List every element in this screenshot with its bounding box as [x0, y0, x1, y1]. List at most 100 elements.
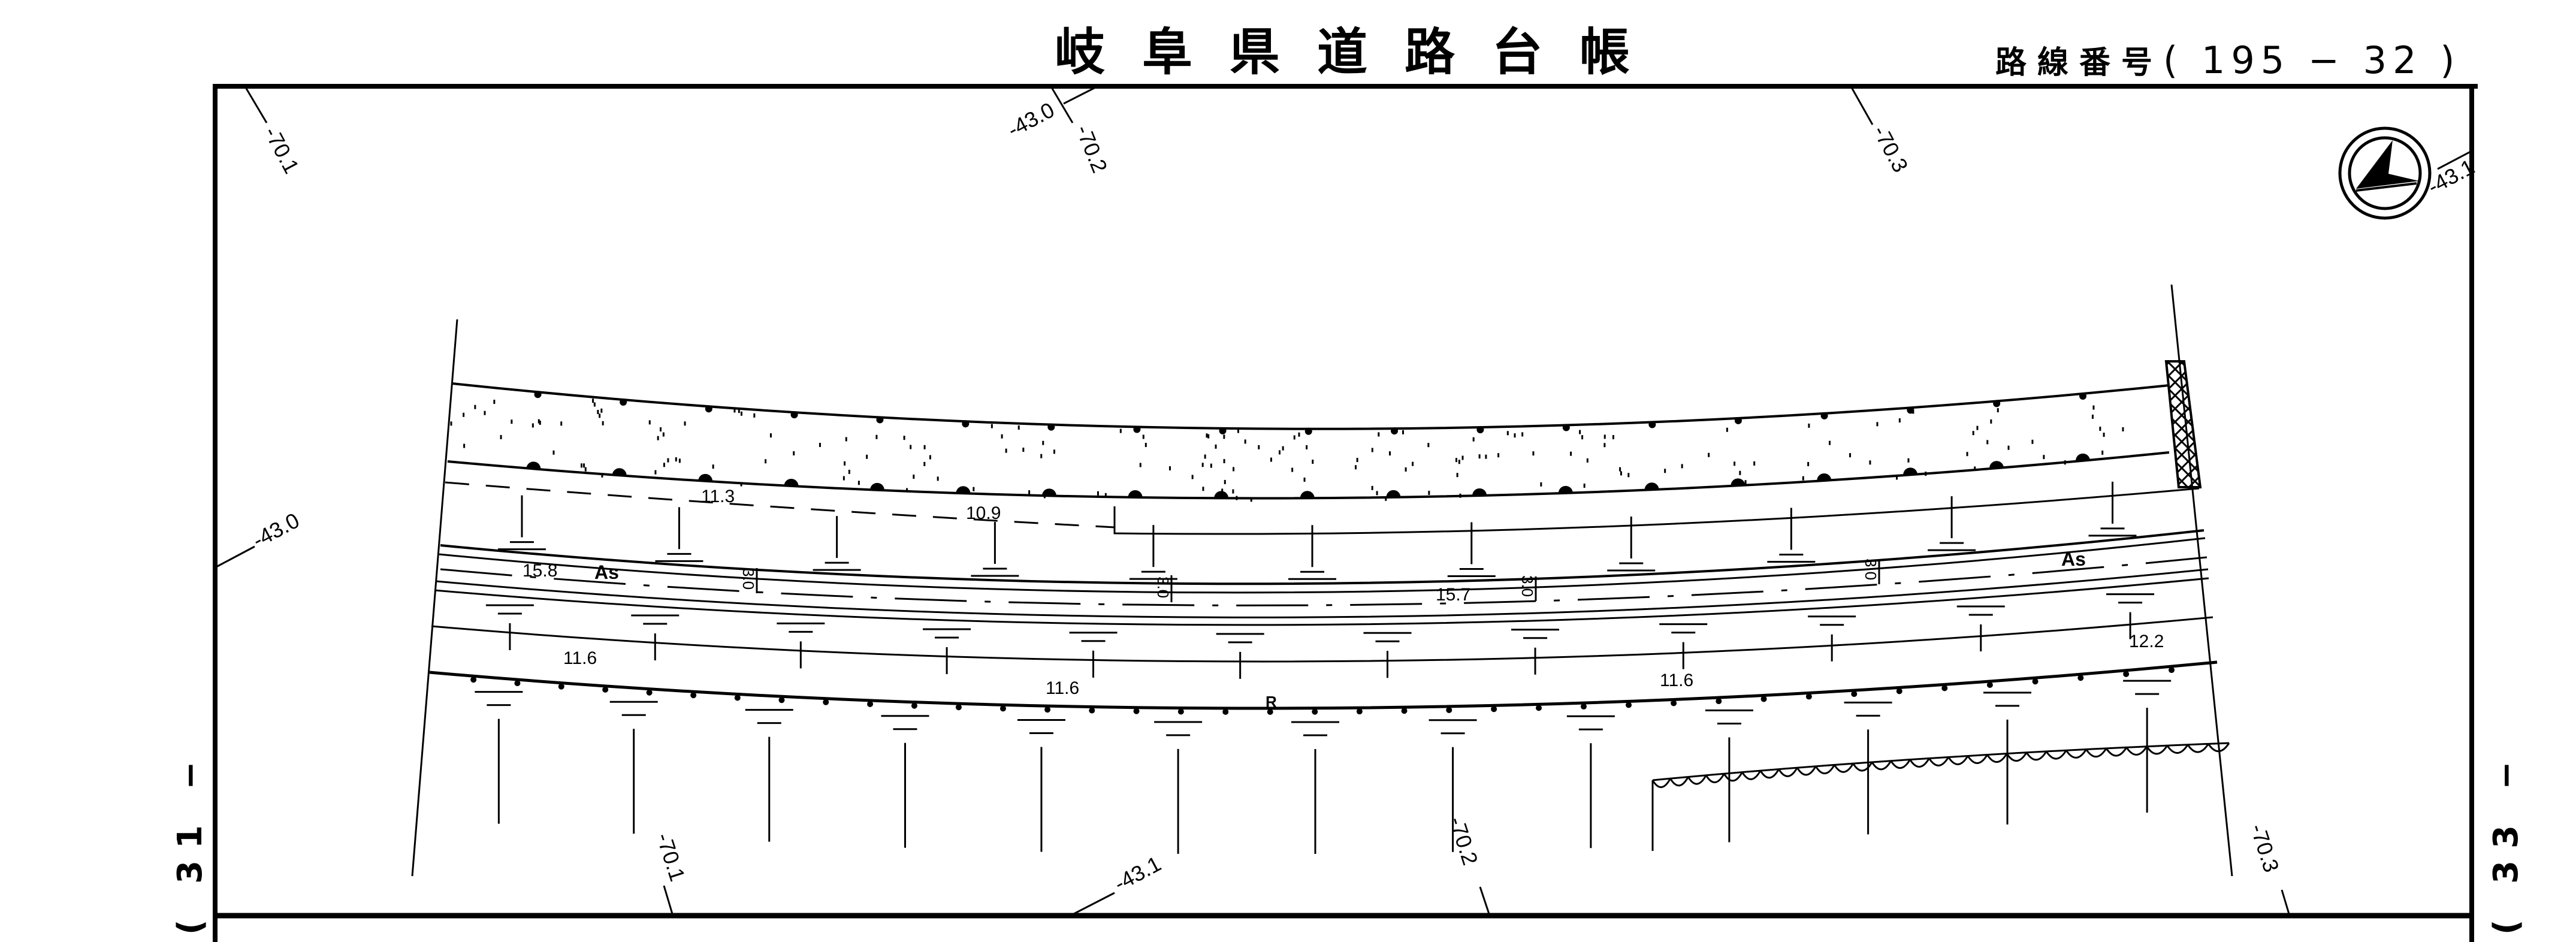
embankment-marker	[784, 479, 799, 486]
curb-tick	[1896, 688, 1902, 695]
curb-tick	[1267, 709, 1273, 715]
vegetation-symbol	[1983, 692, 2032, 825]
vegetation-symbol	[1291, 721, 1339, 854]
gravel-dot	[990, 424, 993, 428]
gravel-dot	[740, 482, 742, 487]
gravel-dot	[1458, 460, 1460, 464]
gravel-dot	[1869, 460, 1871, 465]
gravel-dot	[1104, 493, 1107, 497]
vegetation-symbol	[1808, 615, 1856, 662]
curb-tick	[1716, 698, 1722, 705]
embankment-marker	[962, 420, 970, 428]
gravel-texture	[450, 398, 2124, 502]
width-label: 11.3	[701, 487, 735, 506]
gravel-dot	[597, 410, 599, 415]
gravel-dot	[906, 488, 908, 493]
grid-label-bottom-2: -43.1	[1110, 851, 1165, 896]
gravel-dot	[1040, 454, 1043, 458]
gravel-dot	[1583, 484, 1586, 488]
gravel-dot	[1744, 480, 1747, 485]
gravel-dot	[712, 464, 714, 469]
gravel-dot	[600, 408, 603, 413]
gravel-dot	[1402, 430, 1405, 434]
hedge	[1651, 742, 2230, 851]
gravel-dot	[1603, 443, 1606, 448]
curb-tick	[602, 686, 609, 693]
curb-tick	[690, 692, 697, 699]
gravel-dot	[1221, 488, 1224, 493]
gravel-dot	[1202, 487, 1204, 491]
gravel-dot	[1974, 466, 1976, 471]
gravel-dot	[1258, 445, 1260, 449]
gravel-dot	[937, 476, 939, 481]
gravel-dot	[1620, 471, 1622, 476]
gravel-dot	[1997, 408, 1999, 413]
route-number-caption: 路線番号	[1995, 45, 2164, 81]
gravel-dot	[857, 481, 860, 485]
gravel-dot	[1293, 435, 1295, 440]
grid-label-top-1: -70.1	[259, 123, 304, 178]
width-label: 11.6	[563, 648, 597, 668]
gravel-dot	[973, 487, 975, 491]
gravel-dot	[1726, 427, 1728, 432]
vegetation-symbol	[1017, 718, 1065, 852]
curb-tick	[1089, 707, 1095, 714]
gravel-dot	[1291, 467, 1294, 472]
grid-label-bottom-4: -70.3	[2245, 821, 2284, 875]
gravel-dot	[493, 400, 496, 404]
gravel-dot	[1237, 428, 1239, 433]
embankment-marker	[526, 461, 541, 469]
lane-width-label: 3.0	[739, 568, 757, 590]
gravel-dot	[1753, 461, 1756, 466]
lane-width-label: 3.0	[1518, 575, 1536, 597]
gravel-dot	[552, 450, 555, 455]
vegetation-symbol	[497, 495, 546, 551]
embankment-marker	[1304, 427, 1312, 435]
gravel-dot	[1612, 435, 1614, 440]
vegetation-symbol	[485, 604, 534, 650]
embankment-marker	[1472, 488, 1487, 496]
embankment-marker	[1133, 425, 1141, 433]
gravel-dot	[1028, 490, 1031, 495]
gravel-dot	[793, 451, 795, 455]
embankment-marker	[1907, 406, 1914, 414]
gravel-dot	[769, 433, 772, 438]
embankment-marker	[1562, 424, 1570, 431]
vegetation-symbol	[1956, 605, 2005, 652]
gravel-dot	[660, 427, 662, 432]
gravel-dot	[1586, 458, 1589, 463]
gravel-dot	[1456, 473, 1458, 478]
embankment-marker	[1219, 427, 1227, 434]
gravel-dot	[583, 463, 585, 468]
vegetation-symbol	[1566, 715, 1615, 849]
gravel-dot	[2101, 450, 2104, 455]
lane-width-markers	[756, 560, 1880, 602]
gravel-dot	[1925, 472, 1927, 476]
gravel-dot	[1532, 451, 1535, 456]
gravel-dot	[848, 469, 850, 474]
gravel-dot	[875, 434, 878, 439]
embankment-marker	[956, 486, 971, 494]
gravel-dot	[2031, 439, 2034, 444]
gravel-dot	[1497, 453, 1500, 458]
gravel-dot	[667, 458, 669, 463]
gravel-dot	[511, 419, 513, 424]
curb-tick	[1446, 707, 1452, 713]
gravel-dot	[1371, 485, 1373, 490]
curb-tick	[1222, 708, 1229, 715]
gravel-dot	[842, 476, 845, 481]
gravel-dot	[1223, 459, 1225, 464]
gravel-dot	[1355, 465, 1357, 470]
gravel-dot	[753, 413, 756, 418]
gravel-dot	[450, 421, 452, 426]
embankment-marker	[698, 473, 713, 481]
curb-tick	[1312, 708, 1318, 715]
gravel-dot	[1278, 450, 1281, 455]
vegetation-symbol	[2088, 481, 2137, 537]
curb-tick	[2123, 671, 2130, 677]
embankment-marker	[1300, 491, 1315, 499]
embankment-marker	[1041, 488, 1056, 496]
gravel-dot	[1168, 466, 1171, 471]
gravel-dot	[1017, 425, 1020, 430]
